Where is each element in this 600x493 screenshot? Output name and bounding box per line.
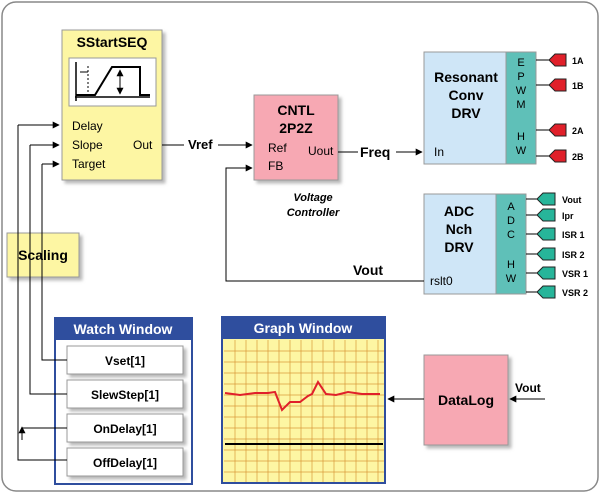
datalog-input-vout: Vout: [515, 381, 541, 395]
graph-grid: [224, 340, 384, 482]
graph-window-title: Graph Window: [254, 320, 353, 336]
svg-text:2A: 2A: [572, 126, 584, 136]
vref-text: Vref: [188, 137, 213, 152]
watch-item-slewstep[interactable]: SlewStep[1]: [66, 379, 184, 409]
svg-text:Vout: Vout: [562, 195, 581, 205]
sstartseq-input-delay: Delay: [72, 119, 103, 133]
adc-input-vout: Vout: [526, 192, 581, 206]
resonant-side-w2: W: [516, 145, 527, 157]
resonant-side-w: W: [516, 85, 527, 97]
adc-input-ipr: Ipr: [526, 208, 574, 222]
adc-side-w: W: [506, 273, 517, 285]
resonant-side-m: M: [516, 99, 525, 111]
resonant-side-h: H: [517, 131, 525, 143]
wire-vset-target: [41, 164, 67, 361]
adc-title-3: DRV: [444, 239, 474, 255]
sstartseq-input-target: Target: [72, 157, 106, 171]
adc-input-vsr1: VSR 1: [526, 266, 588, 280]
svg-text:SlewStep[1]: SlewStep[1]: [91, 388, 159, 402]
wire-slewstep-slope: [29, 145, 67, 395]
cntl-ref: Ref: [268, 141, 287, 155]
svg-text:ISR 1: ISR 1: [562, 230, 585, 240]
svg-text:Vset[1]: Vset[1]: [105, 354, 145, 368]
ramp-waveform-icon: [68, 57, 157, 107]
watch-item-vset[interactable]: Vset[1]: [66, 345, 184, 375]
svg-text:Ipr: Ipr: [562, 211, 574, 221]
adc-side-c: C: [507, 229, 515, 241]
graph-trace: [224, 380, 380, 412]
voltage-caption-1: Voltage: [293, 192, 332, 204]
watch-item-ondelay[interactable]: OnDelay[1]: [66, 413, 184, 443]
svg-text:2B: 2B: [572, 152, 584, 162]
adc-input-vsr2: VSR 2: [526, 285, 588, 299]
freq-label-bg: [358, 144, 396, 160]
svg-text:OffDelay[1]: OffDelay[1]: [93, 456, 157, 470]
voltage-caption-2: Controller: [287, 207, 340, 219]
svg-text:1B: 1B: [572, 81, 584, 91]
datalog-block: DataLog: [423, 354, 509, 446]
cntl-title-1: CNTL: [277, 102, 315, 118]
resonant-title-3: DRV: [451, 105, 481, 121]
watch-window-title: Watch Window: [74, 321, 173, 337]
resonant-title-2: Conv: [449, 87, 484, 103]
scaling-block: Scaling: [6, 232, 80, 278]
freq-label: Freq: [360, 144, 390, 160]
adc-title-1: ADC: [444, 203, 474, 219]
watch-window: Watch Window Vset[1] SlewStep[1] OnDelay…: [54, 317, 193, 485]
adc-input-isr1: ISR 1: [526, 227, 585, 241]
cntl-title-2: 2P2Z: [279, 120, 313, 136]
sstartseq-block: SStartSEQ Delay Slope Target Out: [61, 29, 163, 181]
graph-window: Graph Window: [221, 316, 386, 484]
resonant-side-e: E: [517, 57, 524, 69]
vout-feedback-label: Vout: [353, 262, 383, 278]
adc-title-2: Nch: [446, 221, 472, 237]
vref-label-bg: [184, 136, 218, 152]
cntl-uout: Uout: [308, 144, 334, 158]
svg-text:OnDelay[1]: OnDelay[1]: [93, 422, 156, 436]
wire-offdelay-delay: [17, 125, 67, 461]
cntl-2p2z-block: CNTL 2P2Z Ref FB Uout: [253, 94, 339, 181]
resonant-input-in: In: [434, 145, 444, 159]
cntl-fb: FB: [268, 159, 283, 173]
resonant-conv-drv-block: Resonant Conv DRV In E P W M H W: [423, 51, 537, 165]
resonant-title-1: Resonant: [434, 69, 498, 85]
svg-text:VSR 1: VSR 1: [562, 269, 588, 279]
adc-side-d: D: [507, 215, 515, 227]
sstartseq-title: SStartSEQ: [77, 34, 148, 50]
watch-item-offdelay[interactable]: OffDelay[1]: [66, 447, 184, 477]
svg-text:ISR 2: ISR 2: [562, 250, 585, 260]
svg-text:1A: 1A: [572, 56, 584, 66]
adc-output-rslt0: rslt0: [430, 274, 453, 288]
adc-side-a: A: [507, 201, 515, 213]
resonant-side-p: P: [517, 71, 524, 83]
pwm-output-2b: 2B: [536, 149, 584, 163]
sstartseq-output-out: Out: [133, 138, 153, 152]
vout-feedback-line: [225, 164, 424, 282]
datalog-label: DataLog: [438, 392, 494, 408]
pwm-output-1a: 1A: [536, 53, 584, 67]
adc-input-isr2: ISR 2: [526, 247, 585, 261]
adc-nch-drv-block: ADC Nch DRV rslt0 A D C H W: [423, 193, 527, 295]
pwm-output-2a: 2A: [536, 123, 584, 137]
svg-text:VSR 2: VSR 2: [562, 288, 588, 298]
pwm-output-1b: 1B: [536, 78, 584, 92]
sstartseq-input-slope: Slope: [72, 138, 103, 152]
scaling-label: Scaling: [18, 247, 68, 263]
adc-side-h: H: [507, 259, 515, 271]
